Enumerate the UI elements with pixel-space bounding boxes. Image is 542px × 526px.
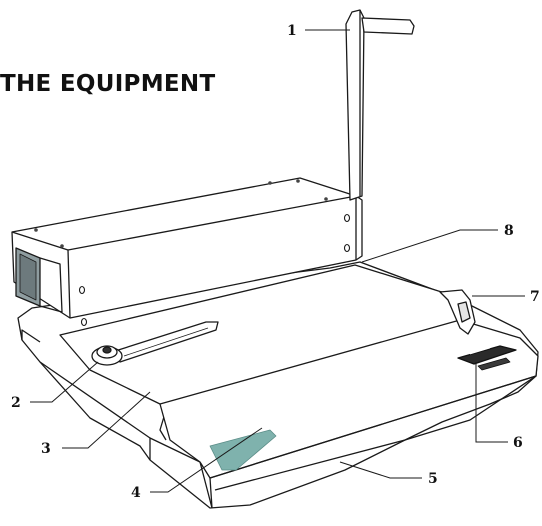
leader-lines [30, 29, 525, 493]
leader-2 [30, 361, 99, 403]
callout-5: 5 [428, 471, 438, 487]
front-window [15, 247, 63, 313]
leader-3 [62, 391, 151, 449]
leader-6 [475, 362, 508, 443]
callout-1: 1 [287, 23, 297, 39]
callout-6: 6 [513, 435, 523, 451]
accent-sticker [209, 429, 277, 471]
callout-3: 3 [41, 441, 51, 457]
control-panel [457, 345, 517, 371]
callout-4: 4 [131, 485, 141, 501]
housing-screws [34, 179, 328, 248]
callout-labels: 1 8 7 2 3 6 4 5 [11, 23, 540, 501]
callout-2: 2 [11, 395, 21, 411]
handle-lever [345, 9, 415, 201]
punch-housing [11, 177, 363, 319]
page-title: THE EQUIPMENT [0, 71, 216, 97]
leader-8 [361, 229, 498, 263]
callout-7: 7 [530, 289, 540, 305]
leader-5 [339, 461, 422, 479]
leader-4 [150, 427, 263, 493]
side-holes [78, 213, 351, 327]
callout-8: 8 [504, 223, 514, 239]
knob [91, 345, 123, 366]
side-block [439, 289, 476, 335]
